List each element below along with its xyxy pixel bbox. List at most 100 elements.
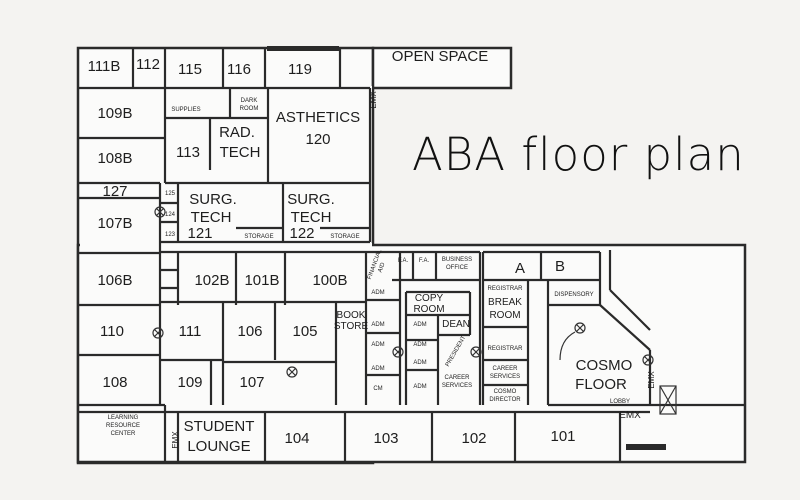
- emx-top-label: EMX: [369, 91, 378, 109]
- room-102-label: 102: [461, 430, 486, 447]
- copy-room-label-2: ROOM: [413, 304, 444, 315]
- rad-tech-walls: [165, 88, 372, 185]
- middle-row-walls: [160, 250, 368, 405]
- room-109b-label: 109B: [97, 105, 132, 122]
- room-108-label: 108: [102, 374, 127, 391]
- room-111-label: 111: [179, 323, 202, 340]
- emx-left-label: EMX: [171, 431, 180, 449]
- registrar-label-2: REGISTRAR: [487, 346, 523, 352]
- adm-label-4: ADM: [371, 366, 384, 372]
- cosmo-floor-label-1: COSMO: [576, 357, 633, 374]
- room-116-label: 116: [227, 61, 251, 78]
- business-office-label-1: BUSINESS: [442, 257, 472, 263]
- door-hatch: [626, 444, 666, 450]
- room-111b-label: 111B: [88, 58, 121, 75]
- page-title: ABA floor plan: [412, 128, 745, 181]
- room-108b-label: 108B: [97, 150, 132, 167]
- room-106-label: 106: [237, 323, 262, 340]
- lobby-label: LOBBY: [610, 399, 630, 405]
- adm-label-3: ADM: [371, 342, 384, 348]
- adm-label-5: ADM: [413, 322, 426, 328]
- room-103-label: 103: [373, 430, 398, 447]
- emx-right-label: EMX: [647, 371, 656, 389]
- registrar-walls: [481, 250, 745, 407]
- cosmo-arc: [559, 331, 576, 361]
- registrar-label-1: REGISTRAR: [487, 286, 523, 292]
- room-123-label: 123: [165, 232, 176, 238]
- left-column-walls: [78, 48, 167, 407]
- dark-room-label-2: ROOM: [240, 106, 259, 112]
- room-107-label: 107: [239, 374, 264, 391]
- learning-center-label-2: RESOURCE: [106, 423, 140, 429]
- surg-tech-2-label-2: TECH: [291, 209, 332, 226]
- room-122-label: 122: [289, 225, 314, 242]
- door-hatch: [267, 46, 339, 51]
- room-109-label: 109: [177, 374, 202, 391]
- room-125-label: 125: [165, 191, 176, 197]
- room-105-label: 105: [292, 323, 317, 340]
- rad-tech-label-2: TECH: [220, 144, 261, 161]
- cosmo-floor-label-2: FLOOR: [575, 376, 627, 393]
- copy-room-label-1: COPY: [415, 293, 444, 304]
- surg-tech-2-label-1: SURG.: [287, 191, 335, 208]
- surg-tech-walls: [160, 183, 372, 244]
- fa-label-1: F.A.: [398, 258, 409, 264]
- fa-label-2: F.A.: [419, 258, 430, 264]
- room-120-label: 120: [305, 131, 330, 148]
- surg-tech-1-label-1: SURG.: [189, 191, 237, 208]
- cosmo-director-label-2: DIRECTOR: [489, 397, 521, 403]
- career-services-label-1: CAREER: [444, 375, 470, 381]
- room-110-label: 110: [100, 323, 124, 340]
- storage-1-label: STORAGE: [244, 234, 273, 240]
- room-102b-label: 102B: [194, 272, 229, 289]
- room-124-label: 124: [165, 212, 176, 218]
- storage-2-label: STORAGE: [330, 234, 359, 240]
- adm-label-7: ADM: [413, 360, 426, 366]
- room-121-label: 121: [187, 225, 212, 242]
- learning-center-label-1: LEARNING: [108, 415, 139, 421]
- dean-label: DEAN: [442, 319, 470, 330]
- dispensory-label: DISPENSORY: [554, 292, 593, 298]
- room-115-label: 115: [178, 61, 202, 78]
- room-100b-label: 100B: [312, 272, 347, 289]
- surg-tech-1-label-2: TECH: [191, 209, 232, 226]
- emx-lobby-label: EMX: [619, 410, 641, 421]
- break-room-label-2: ROOM: [489, 310, 520, 321]
- room-104-label: 104: [284, 430, 309, 447]
- break-room-label-1: BREAK: [488, 297, 522, 308]
- student-lounge-label-2: LOUNGE: [187, 438, 250, 455]
- room-a-label: A: [515, 260, 525, 277]
- room-127-label: 127: [102, 183, 127, 200]
- cm-label: CM: [373, 386, 382, 392]
- adm-label-6: ADM: [413, 342, 426, 348]
- open-space-label: OPEN SPACE: [392, 48, 488, 65]
- student-lounge-label-1: STUDENT: [184, 418, 255, 435]
- cosmo-director-label-1: COSMO: [494, 389, 517, 395]
- lobby-x-box: [659, 385, 677, 415]
- adm-label-1: ADM: [371, 290, 384, 296]
- book-store-label-2: STORE: [334, 321, 369, 332]
- room-107b-label: 107B: [97, 215, 132, 232]
- asthetics-label: ASTHETICS: [276, 109, 360, 126]
- career-services-label-3: CAREER: [492, 366, 518, 372]
- career-services-label-2: SERVICES: [442, 383, 472, 389]
- room-101b-label: 101B: [244, 272, 279, 289]
- financial-aid-label-2: AID: [378, 261, 387, 273]
- room-b-label: B: [555, 258, 565, 275]
- adm-label-2: ADM: [371, 322, 384, 328]
- business-office-label-2: OFFICE: [446, 265, 468, 271]
- room-113-label: 113: [176, 144, 200, 161]
- adm-label-8: ADM: [413, 384, 426, 390]
- fixture-markers: [152, 206, 654, 378]
- career-services-label-4: SERVICES: [490, 374, 520, 380]
- dark-room-label-1: DARK: [241, 98, 258, 104]
- rad-tech-label-1: RAD.: [219, 124, 255, 141]
- room-119-label: 119: [288, 61, 312, 78]
- supplies-label: SUPPLIES: [171, 107, 200, 113]
- bottom-row-walls: [78, 405, 650, 462]
- room-112-label: 112: [136, 56, 160, 73]
- learning-center-label-3: CENTER: [111, 431, 136, 437]
- room-101-label: 101: [550, 428, 575, 445]
- book-store-label-1: BOOK: [337, 310, 366, 321]
